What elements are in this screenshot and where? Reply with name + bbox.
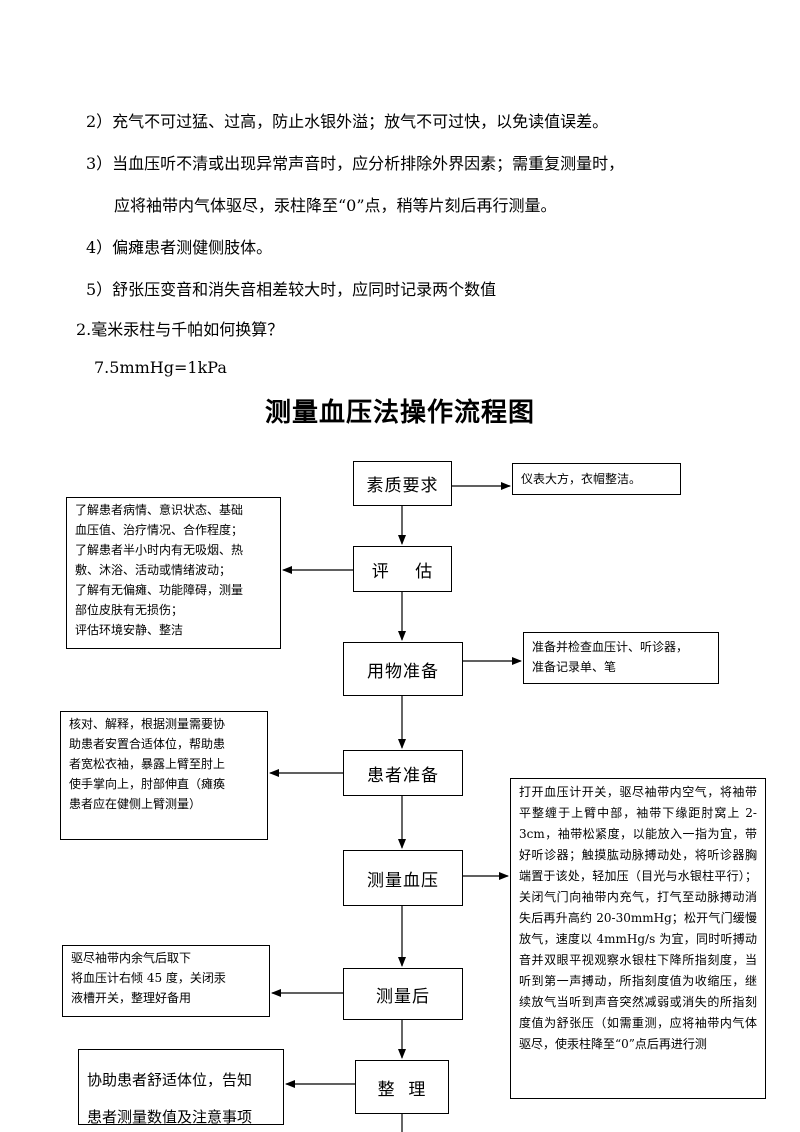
step-after-measurement: 测量后 bbox=[343, 968, 463, 1020]
assessment-line: 部位皮肤有无损伤； bbox=[75, 603, 184, 617]
detail-tidy-up: 协助患者舒适体位，告知 患者测量数值及注意事项 bbox=[78, 1049, 284, 1126]
step-measure-blood-pressure: 测量血压 bbox=[343, 850, 463, 906]
after-line: 液槽开关，整理好备用 bbox=[71, 991, 192, 1005]
patient-prep-line: 使手掌向上，肘部伸直（瘫痪 bbox=[69, 777, 226, 791]
supplies-line: 准备并检查血压计、听诊器， bbox=[532, 640, 689, 654]
question: 2.毫米汞柱与千帕如何换算？ bbox=[76, 320, 284, 339]
note-line-4: 4）偏瘫患者测健侧肢体。 bbox=[86, 238, 273, 257]
supplies-line: 准备记录单、笔 bbox=[532, 660, 617, 674]
detail-assessment: 了解患者病情、意识状态、基础 血压值、治疗情况、合作程度； 了解患者半小时内有无… bbox=[66, 497, 281, 649]
detail-supplies: 准备并检查血压计、听诊器， 准备记录单、笔 bbox=[523, 632, 719, 684]
patient-prep-line: 患者应在健侧上臂测量） bbox=[69, 797, 202, 811]
assessment-line: 了解患者病情、意识状态、基础 bbox=[75, 503, 244, 517]
after-line: 将血压计右倾 45 度，关闭汞 bbox=[71, 971, 226, 985]
detail-after-measurement: 驱尽袖带内余气后取下 将血压计右倾 45 度，关闭汞 液槽开关，整理好备用 bbox=[62, 945, 270, 1017]
detail-patient-preparation: 核对、解释，根据测量需要协 助患者安置合适体位，帮助患 者宽松衣袖，暴露上臂至肘… bbox=[60, 711, 268, 840]
step-patient-preparation: 患者准备 bbox=[343, 750, 463, 796]
patient-prep-line: 助患者安置合适体位，帮助患 bbox=[69, 737, 226, 751]
assessment-line: 评估环境安静、整洁 bbox=[75, 623, 184, 637]
assessment-line: 了解有无偏瘫、功能障碍，测量 bbox=[75, 583, 244, 597]
note-line-3-cont: 应将袖带内气体驱尽，汞柱降至“0”点，稍等片刻后再行测量。 bbox=[114, 196, 557, 215]
after-line: 驱尽袖带内余气后取下 bbox=[71, 951, 192, 965]
step-quality-requirements: 素质要求 bbox=[353, 461, 452, 506]
step-assessment: 评 估 bbox=[353, 546, 452, 592]
patient-prep-line: 者宽松衣袖，暴露上臂至肘上 bbox=[69, 757, 226, 771]
detail-measure-procedure: 打开血压计开关，驱尽袖带内空气，将袖带平整缠于上臂中部，袖带下缘距肘窝上 2-3… bbox=[510, 778, 766, 1099]
assessment-line: 了解患者半小时内有无吸烟、热 bbox=[75, 543, 244, 557]
note-line-5: 5）舒张压变音和消失音相差较大时，应同时记录两个数值 bbox=[86, 280, 497, 299]
answer: 7.5mmHg=1kPa bbox=[94, 358, 227, 377]
step-tidy-up: 整 理 bbox=[355, 1060, 449, 1114]
patient-prep-line: 核对、解释，根据测量需要协 bbox=[69, 717, 226, 731]
step-supplies-preparation: 用物准备 bbox=[343, 642, 463, 696]
assessment-line: 敷、沐浴、活动或情绪波动； bbox=[75, 563, 232, 577]
tidy-line: 协助患者舒适体位，告知 bbox=[87, 1071, 253, 1089]
flow-title: 测量血压法操作流程图 bbox=[264, 398, 535, 428]
tidy-line: 患者测量数值及注意事项 bbox=[87, 1108, 253, 1126]
assessment-line: 血压值、治疗情况、合作程度； bbox=[75, 523, 244, 537]
note-line-3: 3）当血压听不清或出现异常声音时，应分析排除外界因素；需重复测量时， bbox=[86, 154, 625, 173]
note-line-2: 2）充气不可过猛、过高，防止水银外溢；放气不可过快，以免读值误差。 bbox=[86, 112, 609, 131]
detail-quality: 仪表大方，衣帽整洁。 bbox=[512, 463, 681, 495]
